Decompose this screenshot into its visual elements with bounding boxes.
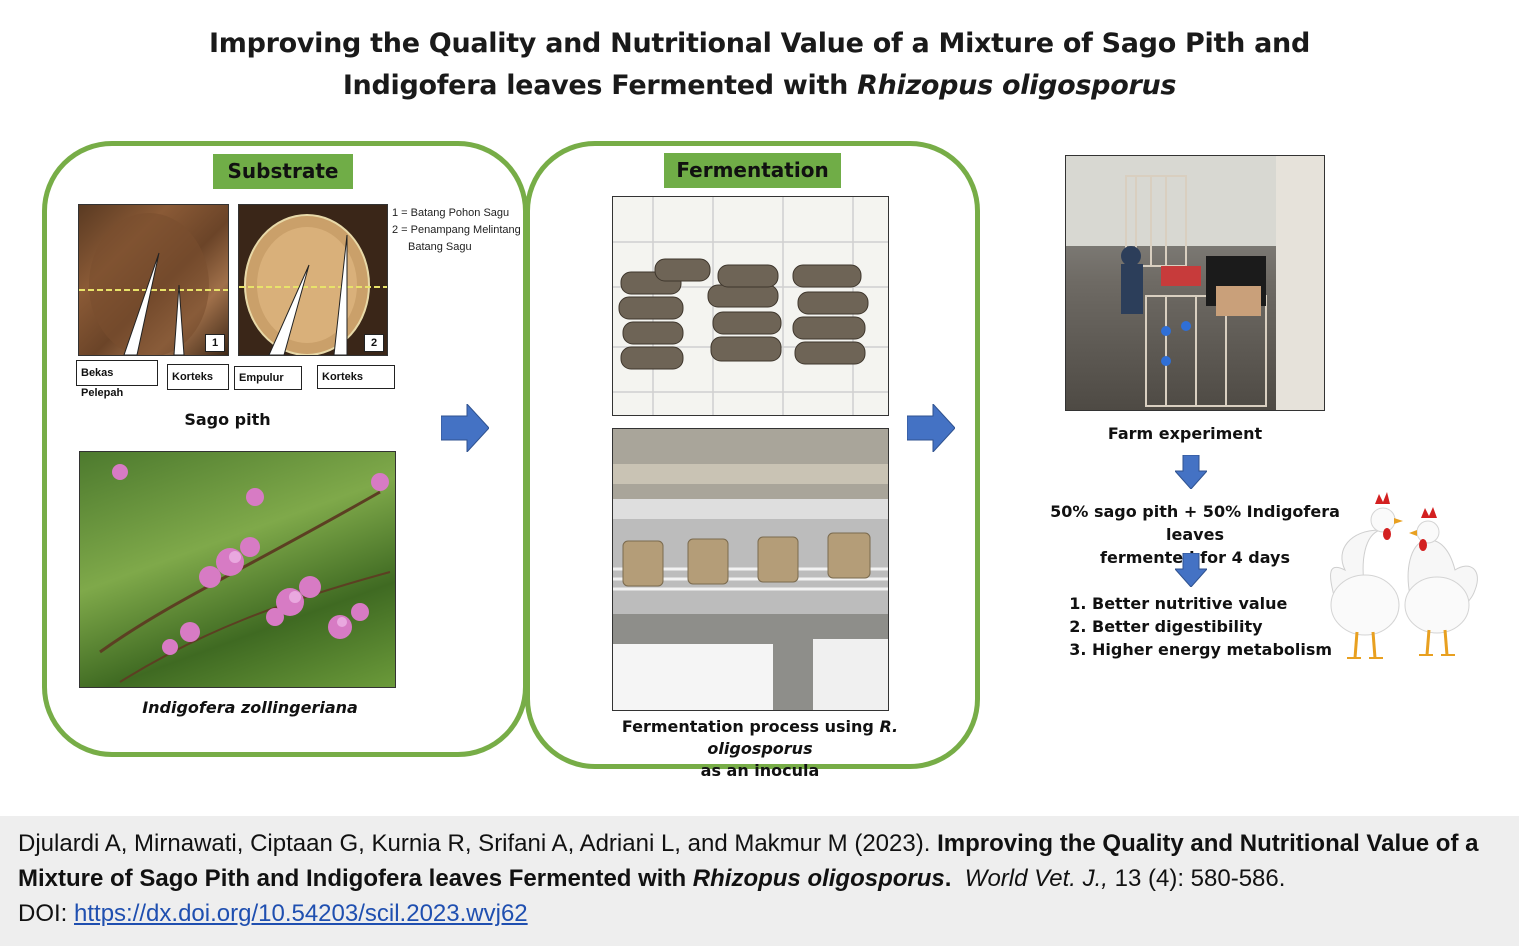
incubator-photo	[612, 428, 889, 711]
citation-title-plain: Improving the Quality and Nutritional Va…	[18, 830, 1479, 892]
main-title-line-2: Indigofera leaves Fermented with Rhizopu…	[0, 65, 1519, 107]
fermentation-tag: Fermentation	[664, 153, 841, 188]
photo-number-1: 1	[205, 334, 225, 352]
citation-journal: World Vet. J.,	[964, 865, 1108, 892]
title-italic-text: Rhizopus oligosporus	[857, 70, 1177, 101]
citation-volume: 13 (4): 580-586.	[1107, 865, 1286, 892]
result-item: Higher energy metabolism	[1092, 638, 1352, 661]
label-bekas-pelepah: Bekas Pelepah	[76, 360, 158, 399]
citation-title-italic: Rhizopus oligosporus	[692, 865, 945, 892]
farm-caption: Farm experiment	[1107, 424, 1263, 443]
citation-doi-label: DOI:	[18, 900, 75, 927]
farm-experiment-photo	[1065, 155, 1325, 411]
title-plain-text: Indigofera leaves Fermented with	[342, 70, 858, 101]
sago-cross-section-photo: 2	[238, 204, 388, 356]
sago-legend: 1 = Batang Pohon Sagu 2 = Penampang Meli…	[392, 205, 521, 256]
citation-title-end: .	[944, 865, 952, 892]
label-empulur: Empulur	[234, 366, 302, 390]
result-item: Better nutritive value	[1092, 592, 1352, 615]
citation-block: Djulardi A, Mirnawati, Ciptaan G, Kurnia…	[0, 816, 1519, 946]
fermentation-caption: Fermentation process using R. oligosporu…	[570, 716, 950, 782]
substrate-tag: Substrate	[213, 154, 353, 189]
fermentation-caption-plain: Fermentation process using	[621, 717, 880, 736]
mixture-line-1: 50% sago pith + 50% Indigofera leaves	[1050, 502, 1340, 544]
result-item: Better digestibility	[1092, 615, 1352, 638]
down-arrow-icon	[1175, 455, 1207, 489]
main-title-line-1: Improving the Quality and Nutritional Va…	[208, 28, 1310, 59]
down-arrow-icon	[1175, 553, 1207, 587]
fermentation-caption-line-2: as an inocula	[700, 761, 820, 780]
fermented-packs-photo	[612, 196, 889, 416]
fermentation-caption-line-1: Fermentation process using R. oligosporu…	[570, 716, 950, 760]
chickens-illustration	[1330, 492, 1478, 659]
label-korteks-2: Korteks	[317, 365, 395, 389]
results-list: Better nutritive value Better digestibil…	[1062, 592, 1352, 661]
legend-line-1: 1 = Batang Pohon Sagu	[392, 207, 510, 219]
citation-authors: Djulardi A, Mirnawati, Ciptaan G, Kurnia…	[18, 830, 938, 857]
indigofera-photo	[79, 451, 396, 688]
right-arrow-icon	[441, 404, 489, 452]
label-korteks-1: Korteks	[167, 364, 229, 390]
sago-pith-caption: Sago pith	[184, 410, 271, 429]
legend-line-3: Batang Sagu	[408, 241, 472, 253]
indigofera-caption: Indigofera zollingeriana	[142, 698, 358, 717]
sago-trunk-photo: 1	[78, 204, 229, 356]
doi-link[interactable]: https://dx.doi.org/10.54203/scil.2023.wv…	[74, 900, 528, 927]
citation-title: Improving the Quality and Nutritional Va…	[18, 830, 1478, 892]
fermentation-caption-italic: R. oligosporus	[707, 717, 899, 758]
right-arrow-icon	[907, 404, 955, 452]
photo-number-2: 2	[364, 334, 384, 352]
legend-line-2: 2 = Penampang Melintang	[392, 224, 521, 236]
